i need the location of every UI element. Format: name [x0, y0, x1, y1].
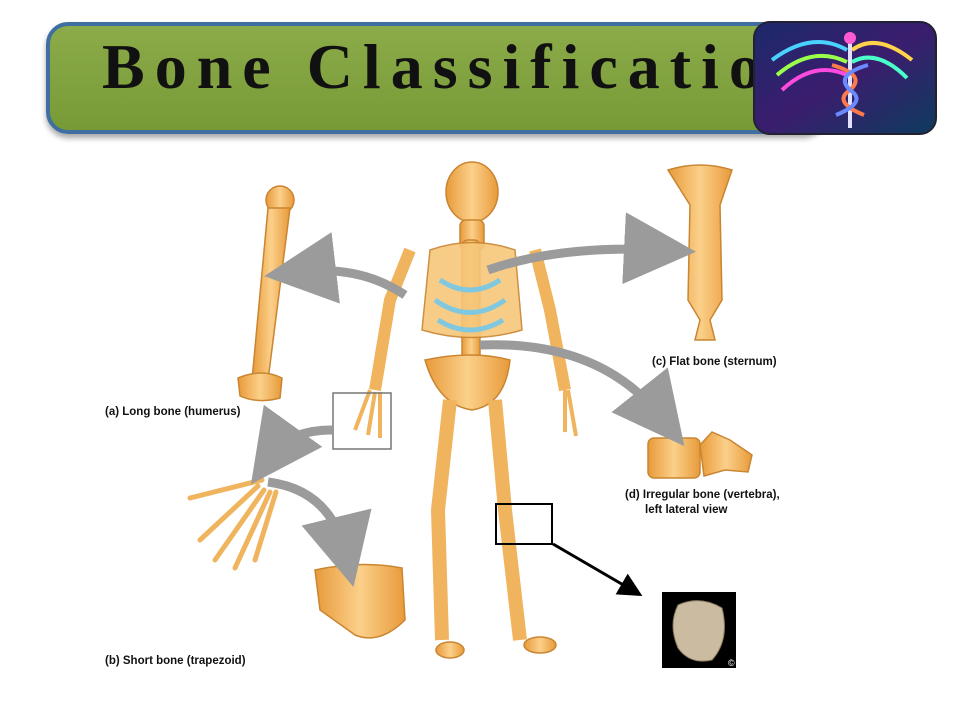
caption-flat-bone: (c) Flat bone (sternum) [652, 356, 777, 368]
hand-highlight-box [332, 392, 392, 450]
title-banner [46, 22, 826, 134]
patella-highlight-box [495, 503, 553, 545]
caption-long-bone: (a) Long bone (humerus) [105, 406, 241, 418]
skeleton-figure [353, 161, 578, 659]
caption-short-bone: (b) Short bone (trapezoid) [105, 655, 246, 667]
slide-title: Bone Classification [102, 31, 817, 102]
sesamoid-bone-photo [662, 592, 736, 668]
short-bone-trapezoid [314, 563, 406, 639]
caption-irregular-bone-1: (d) Irregular bone (vertebra), [625, 489, 780, 501]
hand-bones [187, 477, 279, 571]
long-bone-humerus [237, 185, 295, 402]
irregular-bone-vertebra [647, 431, 753, 479]
caption-irregular-bone-2: left lateral view [645, 504, 728, 516]
caduceus-icon [753, 21, 937, 135]
photo-copyright: © [728, 658, 735, 668]
black-arrow [552, 542, 643, 597]
gray-arrows [250, 212, 696, 587]
flat-bone-sternum [666, 164, 733, 341]
